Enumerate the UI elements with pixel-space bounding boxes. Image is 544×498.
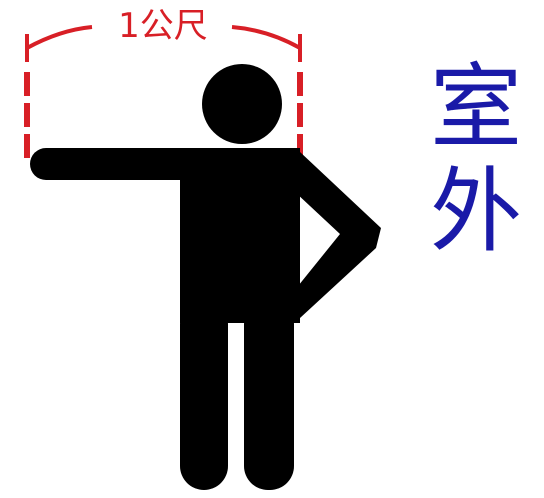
bracket-left-arm	[26, 25, 93, 50]
person-pictogram	[30, 64, 381, 490]
distance-label: 1公尺	[118, 6, 208, 46]
person-left-leg	[180, 300, 228, 490]
person-right-leg	[244, 300, 294, 490]
person-outstretched-arm	[30, 148, 200, 180]
outdoor-label: 室 外	[421, 56, 531, 264]
measurement-bracket: 1公尺	[24, 6, 303, 162]
outdoor-label-char-2: 外	[429, 158, 522, 265]
bracket-right-arm	[231, 25, 301, 50]
outdoor-label-char-1: 室	[429, 54, 522, 161]
person-head	[202, 64, 282, 144]
person-torso	[180, 148, 300, 323]
person-bent-arm	[290, 152, 381, 318]
